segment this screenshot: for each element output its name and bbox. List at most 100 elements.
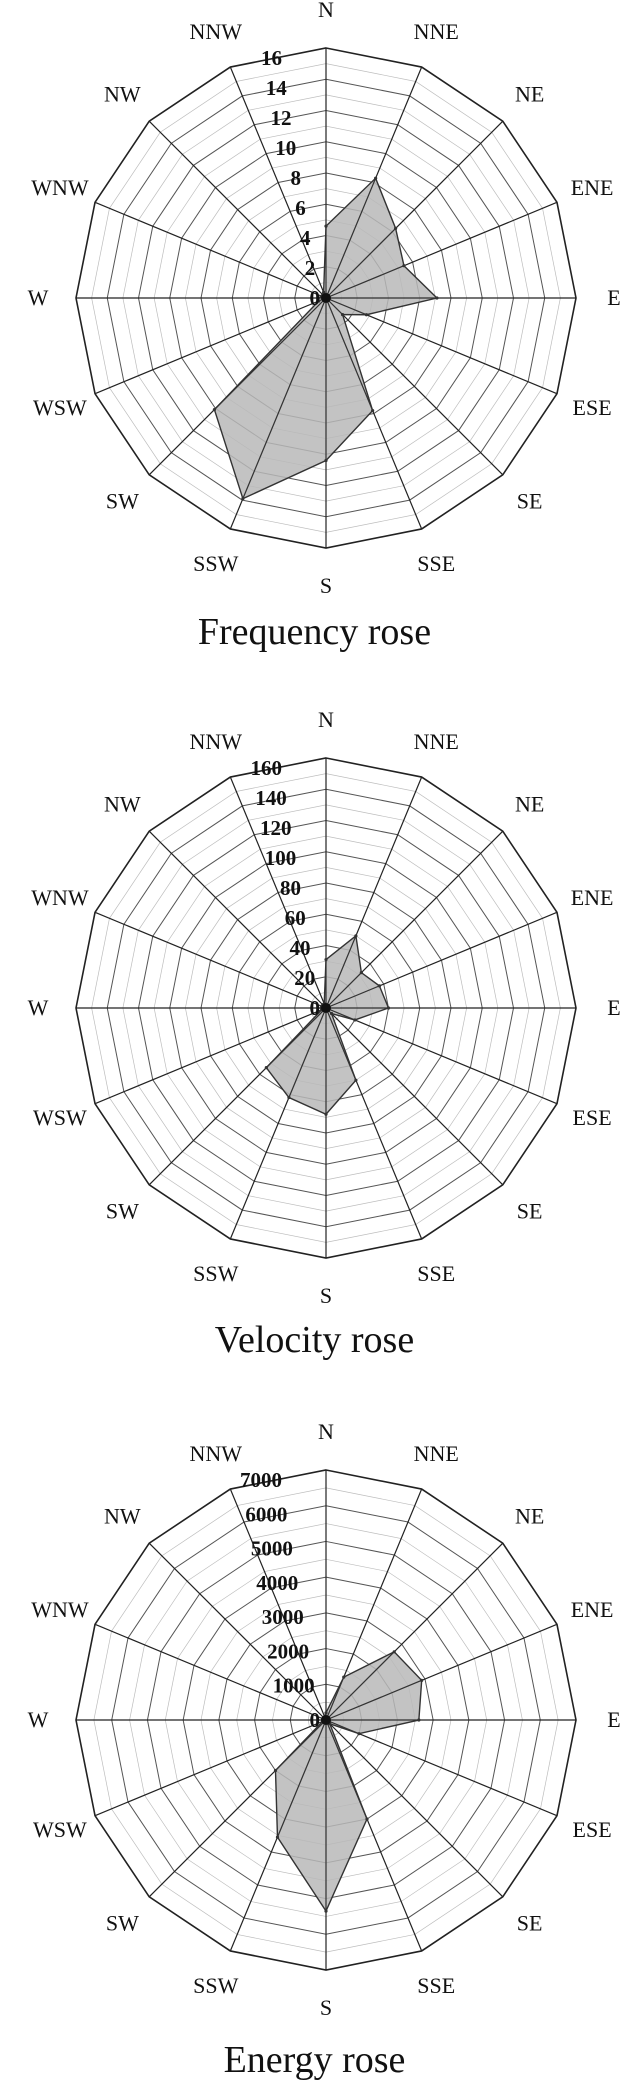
direction-label-nnw: NNW [190, 19, 243, 44]
data-point-ssw [241, 497, 245, 501]
direction-label-se: SE [517, 1199, 543, 1224]
data-point-ssw [275, 1835, 280, 1839]
value-spoke-ne [325, 227, 397, 299]
frequency-rose-chart: NNNENEENEEESESESSESSSWSWWSWWWNWNWNNW0246… [28, 0, 621, 598]
value-spoke-sw [213, 297, 327, 411]
data-point-ese [364, 313, 369, 317]
value-spoke-ne [325, 1651, 395, 1721]
center-dot [321, 1715, 331, 1725]
tick-label-60: 60 [285, 906, 306, 930]
spoke-ese [325, 1719, 558, 1817]
direction-label-se: SE [517, 1911, 543, 1936]
direction-label-w: W [28, 285, 49, 310]
tick-label-10: 10 [275, 136, 296, 160]
data-point-wsw [317, 299, 321, 303]
data-point-se [340, 312, 345, 317]
direction-label-ene: ENE [571, 1597, 614, 1622]
spoke-se [325, 1719, 504, 1898]
direction-label-ese: ESE [573, 1817, 612, 1842]
data-point-ene [420, 1678, 424, 1682]
spoke-nnw [229, 66, 327, 299]
center-dot [321, 293, 331, 303]
tick-label-140: 140 [255, 786, 287, 810]
value-spoke-sse [325, 297, 374, 411]
data-point-s [324, 458, 328, 463]
tick-label-1000: 1000 [273, 1674, 315, 1698]
data-point-n [324, 224, 328, 228]
value-spoke-ssw [242, 297, 327, 499]
direction-label-n: N [318, 1419, 334, 1444]
direction-label-sw: SW [106, 1199, 139, 1224]
tick-label-6000: 6000 [245, 1502, 287, 1526]
tick-label-4000: 4000 [256, 1571, 298, 1595]
value-spoke-nne [325, 1676, 345, 1721]
tick-label-20: 20 [294, 966, 315, 990]
direction-label-ne: NE [515, 791, 544, 816]
data-point-s [324, 1112, 328, 1116]
spoke-se [325, 297, 504, 476]
value-spoke-nne [325, 177, 377, 299]
tick-label-8: 8 [291, 166, 302, 190]
velocity-rose-caption: Velocity rose [214, 1319, 415, 1361]
value-spoke-sse [325, 1719, 368, 1820]
tick-label-160: 160 [251, 756, 283, 780]
data-point-e [386, 1006, 391, 1010]
direction-label-nnw: NNW [190, 729, 243, 754]
direction-label-ssw: SSW [193, 1973, 238, 1998]
direction-label-ssw: SSW [193, 551, 238, 576]
data-point-se [329, 1011, 334, 1016]
tick-label-0: 0 [310, 996, 321, 1020]
direction-label-nnw: NNW [190, 1441, 243, 1466]
direction-label-s: S [320, 1995, 332, 2020]
tick-label-80: 80 [280, 876, 301, 900]
spoke-ese [325, 1007, 558, 1105]
spoke-nnw [229, 1488, 327, 1721]
direction-label-nne: NNE [414, 729, 459, 754]
data-point-ese [357, 1732, 361, 1736]
direction-label-wnw: WNW [31, 885, 89, 910]
inner-spokes [273, 1650, 424, 1913]
data-point-w [316, 296, 320, 300]
data-point-nne [354, 934, 358, 938]
energy-rose-caption: Energy rose [223, 2039, 406, 2081]
tick-label-40: 40 [290, 936, 311, 960]
direction-label-w: W [28, 1707, 49, 1732]
direction-label-wsw: WSW [33, 1817, 87, 1842]
data-point-sse [371, 409, 375, 413]
spoke-wnw [94, 1623, 327, 1721]
tick-label-2: 2 [305, 256, 316, 280]
direction-label-wsw: WSW [33, 1105, 87, 1130]
data-point-ssw [287, 1095, 291, 1100]
direction-label-w: W [28, 995, 49, 1020]
spoke-wnw [94, 201, 327, 299]
direction-label-wnw: WNW [31, 175, 89, 200]
spoke-nnw [229, 776, 327, 1009]
direction-label-nne: NNE [414, 1441, 459, 1466]
spoke-wnw [94, 911, 327, 1009]
spoke-wsw [94, 297, 327, 395]
value-spoke-ssw [276, 1719, 327, 1838]
direction-label-n: N [318, 707, 334, 732]
tick-label-120: 120 [260, 816, 292, 840]
direction-label-n: N [318, 0, 334, 22]
direction-label-nw: NW [104, 81, 141, 106]
tick-label-14: 14 [266, 76, 288, 100]
data-point-sw [264, 1066, 268, 1070]
data-point-sw [273, 1768, 278, 1773]
spoke-wsw [94, 1719, 327, 1817]
value-spoke-ene [325, 1679, 422, 1721]
tick-label-6: 6 [295, 196, 306, 220]
tick-label-0: 0 [310, 286, 321, 310]
data-point-ene [377, 984, 382, 988]
value-spoke-ese [325, 1719, 360, 1735]
data-point-e [417, 1718, 421, 1722]
data-point-e [435, 296, 439, 300]
velocity-rose-chart: NNNENEENEEESESESSESSSWSWWSWWWNWNWNNW0204… [28, 707, 621, 1308]
tick-label-12: 12 [271, 106, 292, 130]
